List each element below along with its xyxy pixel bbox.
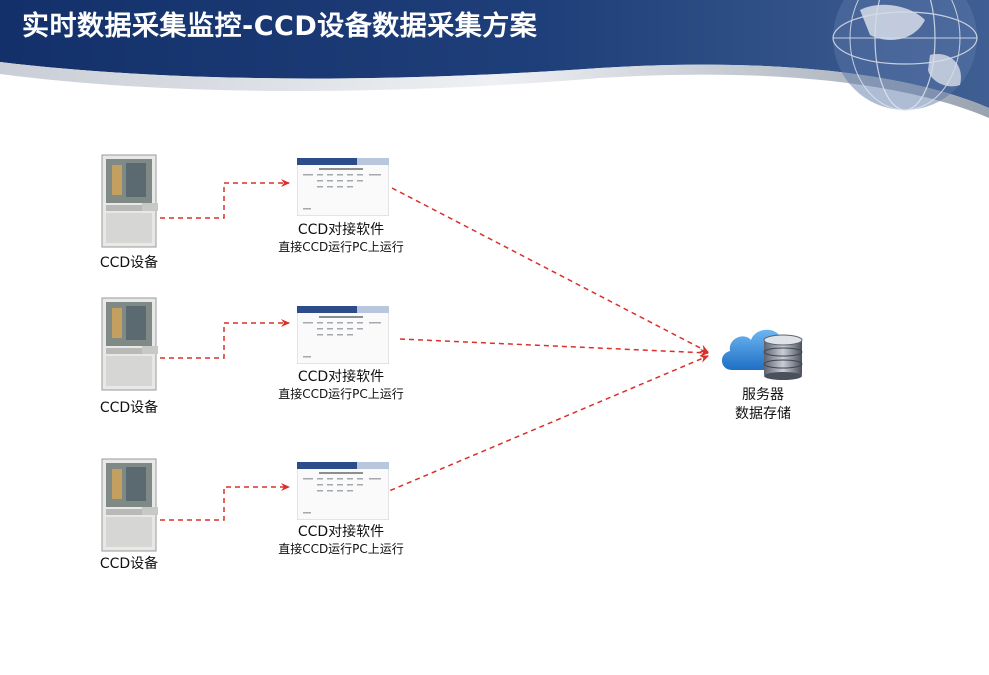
software-label: CCD对接软件 直接CCD运行PC上运行 bbox=[256, 523, 426, 557]
software-sublabel: 直接CCD运行PC上运行 bbox=[278, 542, 404, 556]
device-label: CCD设备 bbox=[99, 556, 159, 572]
arrow-software-2-to-server bbox=[399, 338, 709, 357]
software-window-icon bbox=[297, 306, 389, 364]
ccd-machine-icon bbox=[101, 297, 158, 391]
arrow-device-2-to-software-2 bbox=[160, 319, 290, 359]
software-window-icon bbox=[297, 158, 389, 216]
arrow-software-3-to-server bbox=[381, 355, 709, 495]
arrow-device-1-to-software-1 bbox=[160, 179, 290, 219]
ccd-machine-icon bbox=[101, 154, 158, 248]
server-label-line1: 服务器 bbox=[742, 387, 784, 403]
cloud-database-icon bbox=[721, 329, 803, 380]
arrow-software-1-to-server bbox=[391, 187, 709, 353]
software-sublabel: 直接CCD运行PC上运行 bbox=[278, 240, 404, 254]
software-sublabel: 直接CCD运行PC上运行 bbox=[278, 387, 404, 401]
software-window-icon bbox=[297, 462, 389, 520]
page-title: 实时数据采集监控-CCD设备数据采集方案 bbox=[22, 11, 538, 42]
globe-icon bbox=[832, 0, 978, 111]
ccd-machine-icon bbox=[101, 458, 158, 552]
device-label: CCD设备 bbox=[99, 400, 159, 416]
device-label: CCD设备 bbox=[99, 255, 159, 271]
software-label: CCD对接软件 直接CCD运行PC上运行 bbox=[256, 221, 426, 255]
software-name: CCD对接软件 bbox=[297, 222, 385, 238]
server-label-line2: 数据存储 bbox=[735, 406, 791, 422]
software-name: CCD对接软件 bbox=[297, 369, 385, 385]
server-label: 服务器 数据存储 bbox=[713, 386, 813, 424]
database-stack bbox=[763, 334, 803, 380]
arrow-device-3-to-software-3 bbox=[160, 483, 290, 521]
software-name: CCD对接软件 bbox=[297, 524, 385, 540]
header-banner bbox=[0, 0, 989, 118]
software-label: CCD对接软件 直接CCD运行PC上运行 bbox=[256, 368, 426, 402]
